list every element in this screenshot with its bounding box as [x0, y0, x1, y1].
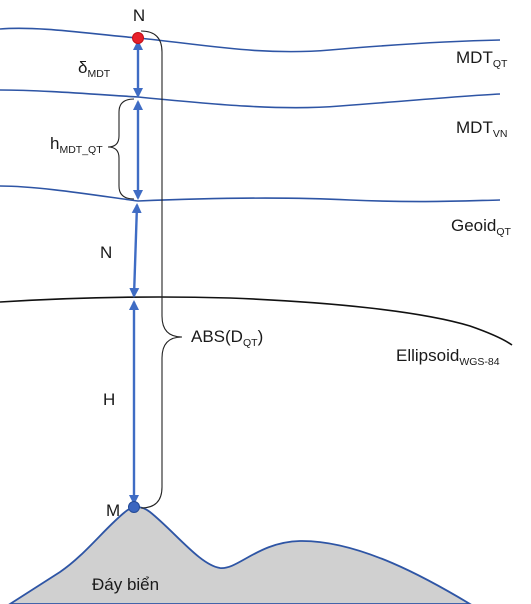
seafloor-label: Đáy biển	[92, 575, 159, 594]
point-m-label: M	[106, 501, 120, 520]
n-label: N	[100, 243, 112, 262]
h-mdt-qt-label: hMDT_QT	[50, 134, 103, 156]
point-m	[128, 501, 140, 513]
n-arrow	[129, 203, 142, 298]
geoid-line	[0, 185, 501, 203]
mdt-qt-label: MDTQT	[456, 48, 508, 70]
seafloor-shape	[8, 506, 472, 604]
point-n	[132, 32, 144, 44]
mdt-vn-label: MDTVN	[456, 118, 507, 140]
geoid-label: GeoidQT	[451, 216, 512, 238]
abs-brace	[140, 30, 183, 509]
delta-mdt-label: δMDT	[78, 58, 111, 80]
ellipsoid-line	[0, 296, 513, 346]
big-h-label: H	[103, 390, 115, 409]
h-brace	[107, 98, 135, 200]
abs-dqt-label: ABS(DQT)	[191, 327, 263, 349]
ellipsoid-label: EllipsoidWGS-84	[396, 346, 500, 368]
mdt-vn-line	[0, 89, 501, 109]
point-n-label: N	[133, 6, 145, 25]
mdt-qt-line	[0, 27, 501, 53]
